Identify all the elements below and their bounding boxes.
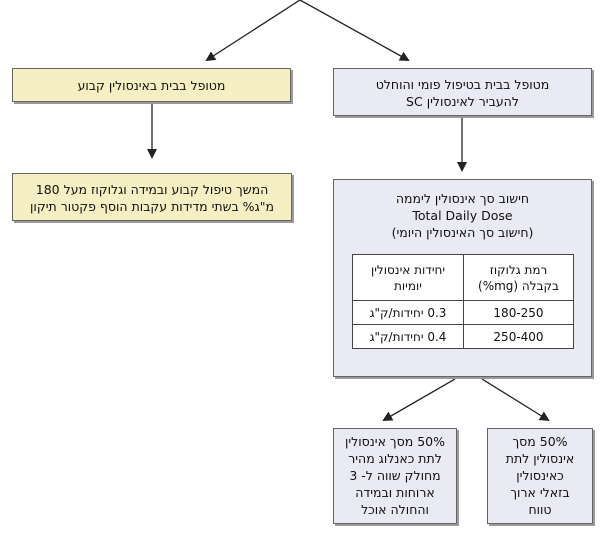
home-oral-to-sc-line-1: מטופל בבית בטיפול פומי והוחלט xyxy=(375,77,550,92)
basal-insulin-line-3: כאינסולין xyxy=(516,468,564,483)
table-row: 250-400 0.4 יחידות/ק"ג xyxy=(352,324,574,349)
home-regular-insulin-box: מטופל בבית באינסולין קבוע xyxy=(12,68,291,102)
cell-units: 0.4 יחידות/ק"ג xyxy=(352,324,464,349)
basal-insulin-line-4: בזאלי ארוך xyxy=(510,485,570,500)
rapid-analog-line-2: לתת כאנלוג מהיר xyxy=(348,451,442,466)
cell-glucose: 250-400 xyxy=(463,324,574,349)
tdd-subtitle: Total Daily Dose xyxy=(412,208,513,223)
dose-table: רמת גלוקוז בקבלה (mg%) יחידות אינסולין י… xyxy=(352,254,574,349)
home-oral-to-sc-box: מטופל בבית בטיפול פומי והוחלט להעביר לאי… xyxy=(333,68,592,116)
basal-insulin-line-5: טווח xyxy=(528,502,552,517)
basal-insulin-line-2: אינסולין לתת xyxy=(505,451,575,466)
arrow-calc-to-left xyxy=(382,378,456,422)
rapid-analog-line-3: מחולק שווה ל- 3 xyxy=(349,468,441,483)
rapid-analog-line-4: ארוחות ובמידה xyxy=(355,485,435,500)
basal-insulin-line-1: 50% מסך xyxy=(512,434,568,449)
arrow-top-to-right xyxy=(299,0,410,61)
header-units: יחידות אינסולין יומיות xyxy=(352,254,464,301)
home-regular-insulin-text: מטופל בבית באינסולין קבוע xyxy=(77,78,226,93)
arrow-top-to-left xyxy=(205,0,301,62)
arrow-calc-to-right xyxy=(481,378,550,422)
rapid-analog-box: 50% מסך אינסולין לתת כאנלוג מהיר מחולק ש… xyxy=(333,428,457,524)
tdd-title: חישוב סך אינסולין ליממה xyxy=(395,191,530,206)
rapid-analog-line-5: והחולה אוכל xyxy=(361,502,429,517)
continue-treatment-line-1: המשך טיפול קבוע ובמידה וגלוקוז מעל 180 xyxy=(35,182,269,197)
header-glucose: רמת גלוקוז בקבלה (mg%) xyxy=(463,254,574,301)
cell-units: 0.3 יחידות/ק"ג xyxy=(352,300,464,325)
home-oral-to-sc-line-2: להעביר לאינסולין SC xyxy=(406,94,519,109)
basal-insulin-box: 50% מסך אינסולין לתת כאינסולין בזאלי ארו… xyxy=(487,428,593,524)
tdd-note: (חישוב סך האינסולין היומי) xyxy=(391,225,534,240)
continue-treatment-line-2: מ"ג% בשתי מדידות עקבות הוסף פקטור תיקון xyxy=(30,199,274,214)
cell-glucose: 180-250 xyxy=(463,300,574,325)
dose-table-header-row: רמת גלוקוז בקבלה (mg%) יחידות אינסולין י… xyxy=(352,254,574,301)
continue-treatment-box: המשך טיפול קבוע ובמידה וגלוקוז מעל 180 מ… xyxy=(12,173,292,221)
rapid-analog-line-1: 50% מסך אינסולין xyxy=(344,434,446,449)
table-row: 180-250 0.3 יחידות/ק"ג xyxy=(352,300,574,325)
